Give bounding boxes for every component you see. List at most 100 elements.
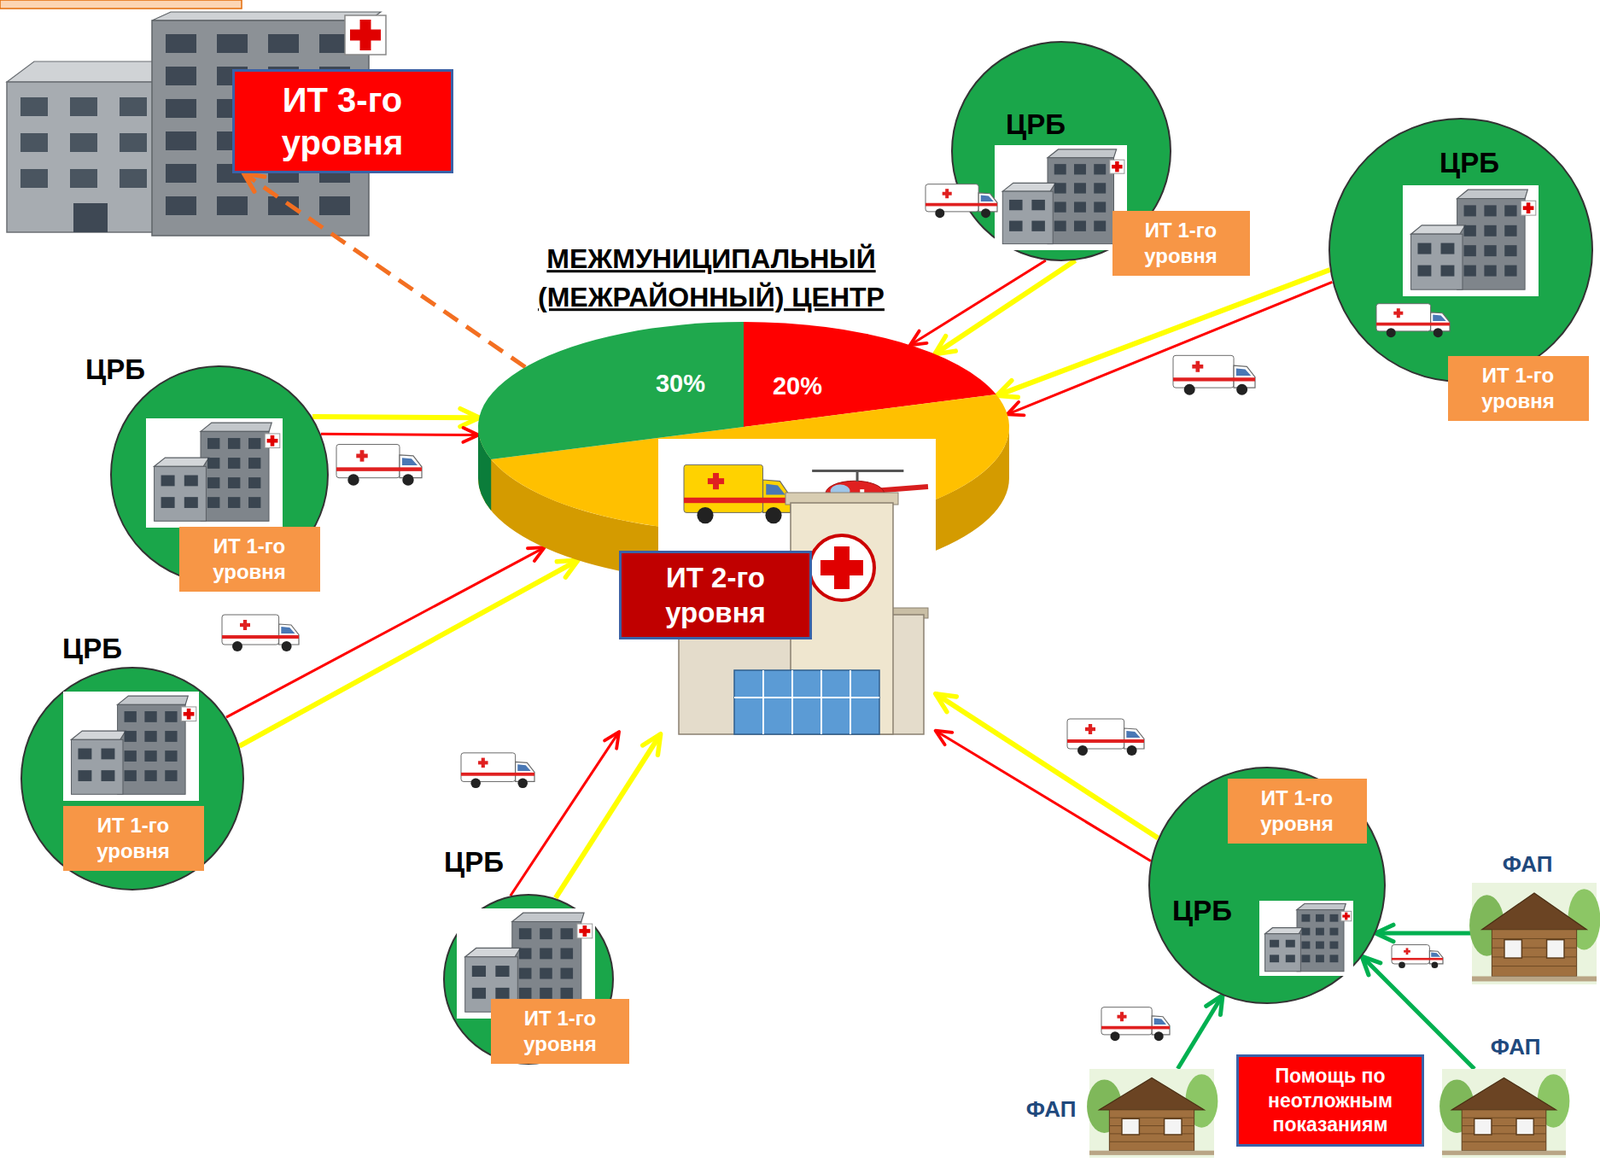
level-box: ИТ 3-го уровня bbox=[232, 69, 454, 174]
drawing-part bbox=[809, 535, 875, 601]
drawing-part bbox=[1315, 941, 1325, 950]
drawing-part bbox=[165, 99, 197, 118]
drawing-part bbox=[934, 208, 945, 218]
drawing-part bbox=[1009, 199, 1023, 211]
drawing-part bbox=[227, 457, 240, 469]
drawing-part bbox=[1504, 225, 1517, 237]
drawing-part bbox=[164, 770, 177, 782]
drawing-part bbox=[0, 0, 242, 9]
drawing-part bbox=[560, 928, 574, 940]
drawing-part bbox=[683, 464, 764, 513]
drawing-part bbox=[280, 626, 295, 634]
drawing-part bbox=[184, 496, 199, 509]
drawing-part bbox=[1342, 914, 1350, 917]
flow-arrow bbox=[997, 269, 1331, 396]
drawing-part bbox=[221, 635, 299, 639]
drawing-part bbox=[399, 455, 422, 479]
drawing-part bbox=[216, 196, 248, 216]
drawing-part bbox=[539, 947, 553, 959]
intermunicipal-center: МЕЖМУНИЦИПАЛЬНЫЙ (МЕЖРАЙОННЫЙ) ЦЕНТР30%2… bbox=[478, 321, 1010, 735]
drawing-part bbox=[1074, 221, 1087, 232]
drawing-part bbox=[1504, 245, 1517, 257]
node-label: ИТ 1-го уровня bbox=[497, 1005, 623, 1057]
level-box: ИТ 2-го уровня bbox=[618, 550, 812, 641]
drawing-part bbox=[1173, 355, 1234, 388]
drawing-part bbox=[560, 968, 574, 980]
drawing-part bbox=[1431, 961, 1439, 969]
drawing-part bbox=[1315, 928, 1325, 936]
drawing-part bbox=[101, 770, 116, 782]
drawing-part bbox=[1124, 728, 1145, 749]
drawing-part bbox=[1085, 727, 1096, 731]
drawing-part bbox=[1474, 1118, 1492, 1135]
drawing-part bbox=[1154, 1031, 1164, 1041]
drawing-part bbox=[1054, 201, 1067, 212]
node-label: ИТ 1-го уровня bbox=[186, 533, 314, 585]
drawing-part bbox=[1417, 265, 1431, 277]
drawing-part bbox=[144, 770, 157, 782]
drawing-part bbox=[1464, 204, 1477, 217]
drawing-part bbox=[70, 133, 98, 152]
drawing-part bbox=[124, 770, 137, 782]
drawing-part bbox=[164, 711, 177, 723]
drawing-part bbox=[71, 730, 127, 740]
drawing-part bbox=[20, 97, 48, 117]
drawing-part bbox=[1093, 182, 1106, 193]
drawing-part bbox=[1101, 1026, 1170, 1030]
drawing-part bbox=[1089, 1150, 1215, 1156]
drawing-part bbox=[1002, 191, 1053, 245]
drawing-part bbox=[539, 987, 553, 999]
ambulance-icon bbox=[1067, 718, 1145, 756]
drawing-part bbox=[165, 163, 197, 183]
drawing-part bbox=[124, 750, 137, 762]
drawing-part bbox=[1315, 914, 1325, 923]
level-box: ИТ 1-го уровня bbox=[1448, 356, 1589, 421]
drawing-part bbox=[1054, 221, 1067, 232]
fap-house-icon bbox=[1086, 1068, 1218, 1158]
drawing-part bbox=[1376, 303, 1431, 332]
drawing-part bbox=[165, 66, 197, 86]
drawing-part bbox=[1074, 163, 1087, 175]
node-label: ИТ 1-го уровня bbox=[1454, 362, 1583, 415]
drawing-part bbox=[470, 778, 481, 789]
drawing-part bbox=[71, 739, 123, 795]
drawing-part bbox=[144, 711, 157, 723]
drawing-part bbox=[227, 477, 240, 489]
drawing-part bbox=[495, 987, 509, 999]
drawing-part bbox=[119, 133, 147, 152]
drawing-part bbox=[1127, 745, 1138, 756]
drawing-part bbox=[981, 208, 991, 218]
drawing-part bbox=[165, 34, 197, 53]
drawing-part bbox=[578, 928, 590, 934]
drawing-part bbox=[1402, 185, 1539, 297]
ambulance-icon bbox=[221, 614, 299, 652]
label-holder: 30% bbox=[655, 368, 706, 399]
drawing-part bbox=[1054, 163, 1067, 175]
drawing-part bbox=[1391, 945, 1430, 964]
drawing-part bbox=[184, 475, 199, 487]
drawing-part bbox=[707, 478, 725, 485]
drawing-part bbox=[1417, 243, 1431, 255]
building-icon bbox=[63, 691, 199, 801]
drawing-part bbox=[1093, 201, 1106, 212]
drawing-part bbox=[1483, 265, 1496, 277]
drawing-part bbox=[1429, 951, 1443, 964]
label-holder: ЦРБ bbox=[85, 352, 146, 387]
drawing-part bbox=[1164, 1118, 1182, 1135]
drawing-part bbox=[1154, 1018, 1167, 1025]
drawing-part bbox=[1109, 1031, 1120, 1041]
drawing-part bbox=[1121, 1118, 1139, 1135]
drawing-part bbox=[791, 670, 794, 735]
drawing-part bbox=[1471, 975, 1597, 982]
drawing-part bbox=[124, 730, 137, 742]
node-label: ЦРБ bbox=[1439, 145, 1500, 181]
drawing-part bbox=[1523, 205, 1535, 211]
drawing-part bbox=[227, 496, 240, 509]
drawing-part bbox=[73, 203, 108, 233]
drawing-part bbox=[1491, 929, 1577, 977]
ambulance-icon bbox=[336, 443, 422, 485]
drawing-part bbox=[344, 15, 386, 55]
ambulance-icon bbox=[1101, 1007, 1170, 1042]
drawing-part bbox=[515, 761, 535, 782]
node-label: ИТ 2-го уровня bbox=[628, 560, 803, 631]
